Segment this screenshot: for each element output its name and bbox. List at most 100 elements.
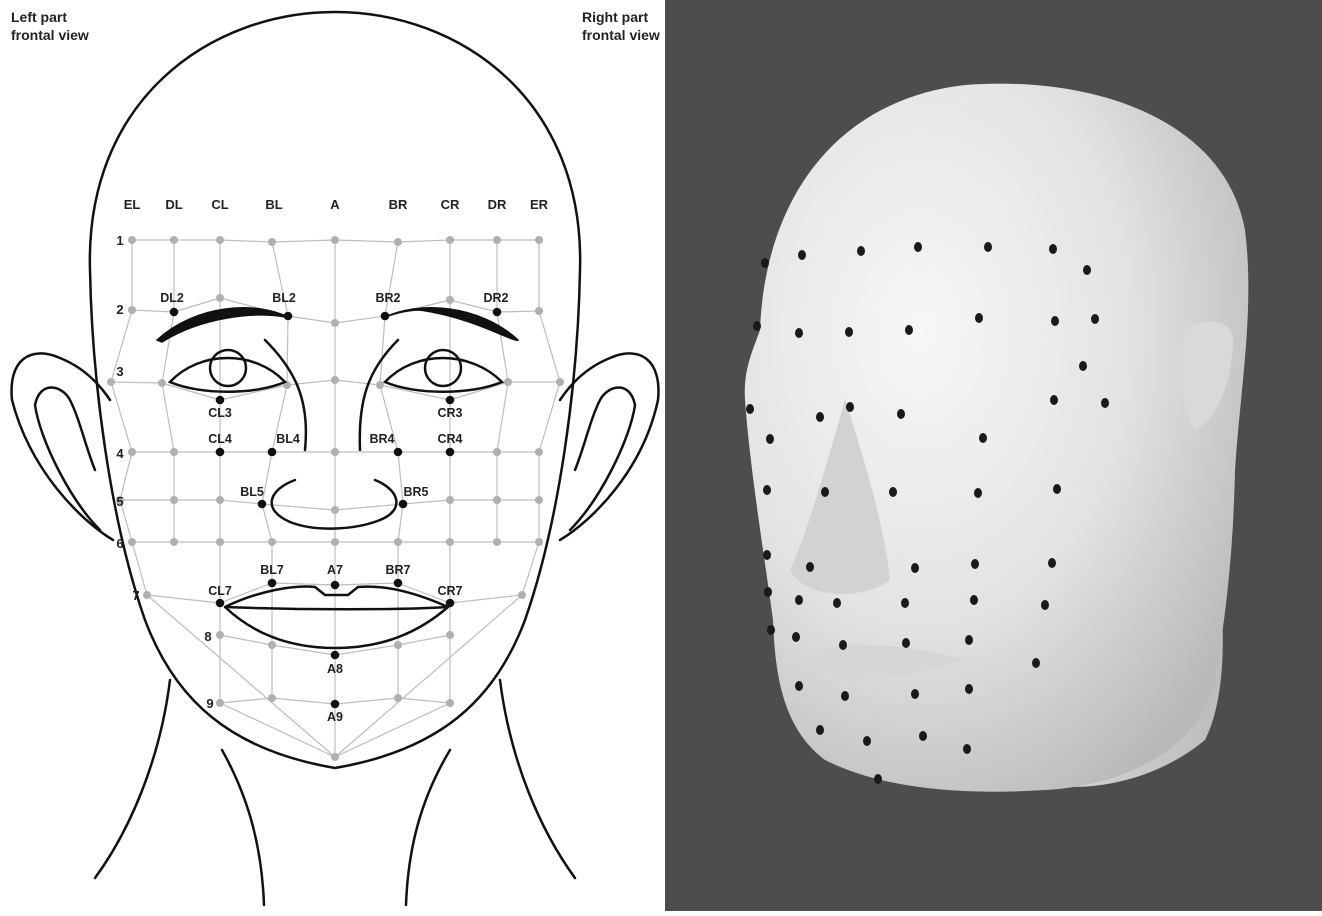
head-marker-dot xyxy=(1101,398,1109,408)
grid-point xyxy=(268,538,276,546)
point-label: CR7 xyxy=(437,584,462,598)
head-marker-dot xyxy=(1051,316,1059,326)
highlighted-point xyxy=(331,581,340,590)
head-marker-dot xyxy=(902,638,910,648)
grid-point xyxy=(446,296,454,304)
point-label: A9 xyxy=(327,710,343,724)
grid-point xyxy=(268,238,276,246)
head-marker-dot xyxy=(911,689,919,699)
head-marker-dot xyxy=(1083,265,1091,275)
point-label: BL5 xyxy=(240,485,264,499)
grid-point xyxy=(216,294,224,302)
grid-point xyxy=(216,631,224,639)
grid-labels: ELDLCLBLABRCRDRER123456789DL2BL2BR2DR2CL… xyxy=(116,197,548,724)
head-marker-dot xyxy=(816,725,824,735)
head-marker-dot xyxy=(833,598,841,608)
head-marker-dot xyxy=(965,684,973,694)
grid-point xyxy=(376,381,384,389)
head-marker-dot xyxy=(1091,314,1099,324)
grid-line xyxy=(398,504,403,542)
grid-line xyxy=(398,635,450,645)
highlighted-point xyxy=(399,500,408,509)
head-marker-dot xyxy=(753,321,761,331)
head-marker-dot xyxy=(970,595,978,605)
grid-line xyxy=(287,316,288,385)
highlighted-point xyxy=(394,448,403,457)
column-label: EL xyxy=(124,197,141,212)
grid-point xyxy=(493,236,501,244)
grid-line xyxy=(335,504,403,510)
point-label: BR5 xyxy=(403,485,428,499)
head-marker-dot xyxy=(905,325,913,335)
point-label: DL2 xyxy=(160,291,184,305)
head-marker-dot xyxy=(763,550,771,560)
grid-line xyxy=(380,316,385,385)
head-marker-dot xyxy=(979,433,987,443)
row-label: 5 xyxy=(116,494,123,509)
grid-point xyxy=(143,591,151,599)
grid-point xyxy=(518,591,526,599)
column-label: CR xyxy=(441,197,460,212)
head-marker-dot xyxy=(874,774,882,784)
column-label: BL xyxy=(265,197,282,212)
left-caption: Left part frontal view xyxy=(11,8,89,44)
head-marker-dot xyxy=(1053,484,1061,494)
head-marker-dot xyxy=(795,681,803,691)
grid-line xyxy=(398,240,450,242)
grid-line xyxy=(497,382,508,452)
grid-point xyxy=(446,538,454,546)
grid-point xyxy=(170,448,178,456)
point-label: A7 xyxy=(327,563,343,577)
grid-line xyxy=(272,698,335,704)
highlighted-point xyxy=(216,396,225,405)
head-marker-dot xyxy=(857,246,865,256)
row-label: 8 xyxy=(204,629,211,644)
grid-point xyxy=(504,378,512,386)
highlighted-point xyxy=(446,448,455,457)
grid-point xyxy=(128,236,136,244)
grid-point xyxy=(556,378,564,386)
left-panel-face-diagram: ELDLCLBLABRCRDRER123456789DL2BL2BR2DR2CL… xyxy=(0,0,665,911)
nose-bottom xyxy=(272,480,397,529)
head-marker-dot xyxy=(971,559,979,569)
grid-point xyxy=(331,753,339,761)
head-marker-dot xyxy=(763,485,771,495)
grid-point xyxy=(446,699,454,707)
grid-point xyxy=(331,236,339,244)
head-marker-dot xyxy=(1050,395,1058,405)
head-marker-dot xyxy=(839,640,847,650)
point-label: BL7 xyxy=(260,563,284,577)
grid-point xyxy=(394,238,402,246)
row-label: 6 xyxy=(116,536,123,551)
head-model-body xyxy=(745,84,1249,792)
head-marker-dot xyxy=(841,691,849,701)
grid-line xyxy=(220,240,272,242)
grid-point xyxy=(331,376,339,384)
grid-line xyxy=(220,635,272,645)
grid-line xyxy=(272,240,335,242)
grid-line xyxy=(220,698,272,703)
point-label: BR7 xyxy=(385,563,410,577)
grid-point xyxy=(394,538,402,546)
grid-point xyxy=(535,236,543,244)
grid-point xyxy=(216,538,224,546)
grid-point xyxy=(170,496,178,504)
head-marker-dot xyxy=(761,258,769,268)
highlighted-point xyxy=(258,500,267,509)
head-marker-dot xyxy=(914,242,922,252)
head-marker-dot xyxy=(1049,244,1057,254)
highlighted-point xyxy=(394,579,403,588)
highlighted-point xyxy=(493,308,502,317)
grid-point xyxy=(216,699,224,707)
column-label: BR xyxy=(389,197,408,212)
highlighted-point xyxy=(170,308,179,317)
grid-line xyxy=(220,500,262,504)
row-label: 4 xyxy=(116,446,124,461)
grid-point xyxy=(158,379,166,387)
head-marker-dot xyxy=(795,328,803,338)
row-label: 9 xyxy=(206,696,213,711)
column-label: A xyxy=(330,197,340,212)
grid-point xyxy=(394,641,402,649)
head-marker-dot xyxy=(984,242,992,252)
grid-line xyxy=(335,583,398,585)
